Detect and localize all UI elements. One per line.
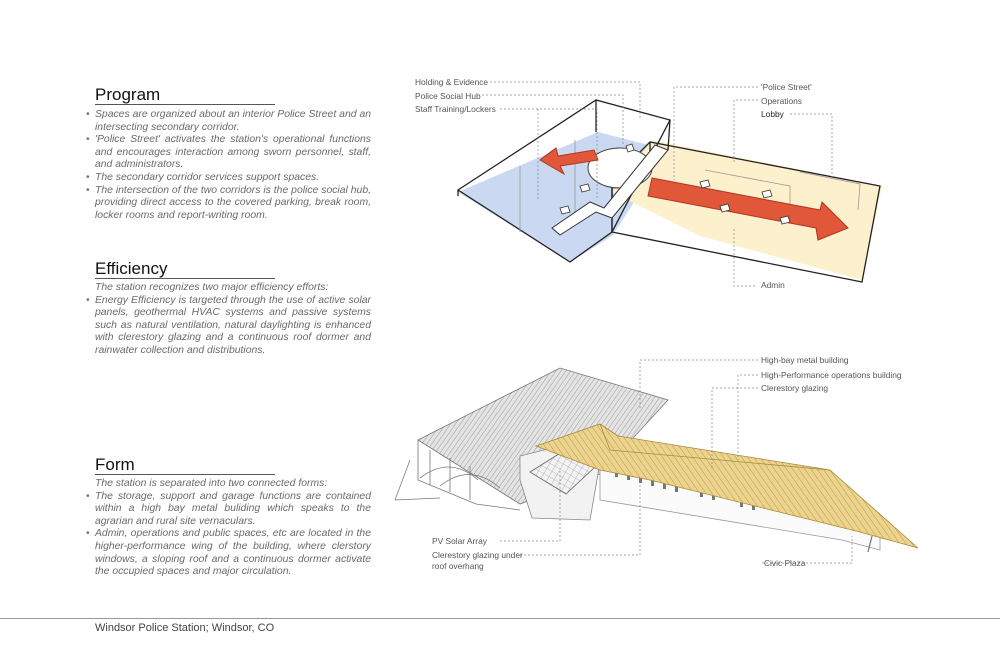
form-bullet-item: The storage, support and garage function…	[86, 491, 371, 529]
form-rule	[95, 474, 275, 475]
metal-roof	[417, 367, 669, 505]
label-civic-plaza: Civic Plaza	[764, 558, 806, 568]
label-clerestory-under-1: Clerestory glazing under	[432, 550, 523, 560]
footer-caption: Windsor Police Station; Windsor, CO	[95, 622, 275, 634]
footer-rule	[0, 618, 1000, 619]
program-bullet-item: The intersection of the two corridors is…	[86, 185, 371, 223]
sloping-roof	[534, 423, 919, 549]
form-bullet-item: Admin, operations and public spaces, etc…	[86, 528, 371, 578]
efficiency-title: Efficiency	[95, 259, 168, 278]
program-diagram	[456, 99, 882, 283]
program-rule	[95, 104, 275, 105]
form-leaders	[500, 359, 853, 564]
program-bullet-item: 'Police Street' activates the station's …	[86, 134, 371, 172]
efficiency-bullet-item: Energy Efficiency is targeted through th…	[86, 295, 371, 358]
program-bullet-item: The secondary corridor services support …	[86, 172, 371, 185]
secondary-corridor-arrow	[551, 144, 669, 236]
label-police-street: 'Police Street'	[761, 82, 812, 92]
label-pv-solar: PV Solar Array	[432, 536, 487, 546]
label-clerestory-glazing: Clerestory glazing	[761, 383, 829, 393]
label-clerestory-under-2: roof overhang	[432, 561, 484, 571]
program-bullet-item: Spaces are organized about an interior P…	[86, 109, 371, 134]
police-street-arrow	[647, 177, 849, 241]
form-bullets: The station is separated into two connec…	[86, 478, 371, 579]
program-title: Program	[95, 85, 161, 104]
form-title: Form	[95, 455, 135, 474]
form-bullet-item: The station is separated into two connec…	[95, 478, 328, 489]
efficiency-bullets: The station recognizes two major efficie…	[86, 282, 371, 358]
roof-dormer	[599, 423, 831, 471]
label-lobby: Lobby	[761, 109, 784, 119]
label-high-performance: High-Performance operations building	[761, 370, 902, 380]
label-holding-evidence: Holding & Evidence	[415, 77, 489, 87]
clerestory-windows	[615, 470, 755, 510]
red-arrow-left	[539, 147, 599, 176]
metal-building-structure	[394, 440, 521, 511]
program-bullets: Spaces are organized about an interior P…	[86, 109, 371, 222]
label-staff-training: Staff Training/Lockers	[415, 104, 496, 114]
label-admin: Admin	[761, 280, 785, 290]
program-leaders	[482, 81, 833, 287]
efficiency-bullet-item: The station recognizes two major efficie…	[95, 282, 329, 293]
efficiency-rule	[95, 278, 275, 279]
label-operations: Operations	[761, 96, 802, 106]
form-diagram	[394, 367, 919, 553]
label-police-social-hub: Police Social Hub	[415, 91, 481, 101]
label-high-bay: High-bay metal building	[761, 355, 849, 365]
